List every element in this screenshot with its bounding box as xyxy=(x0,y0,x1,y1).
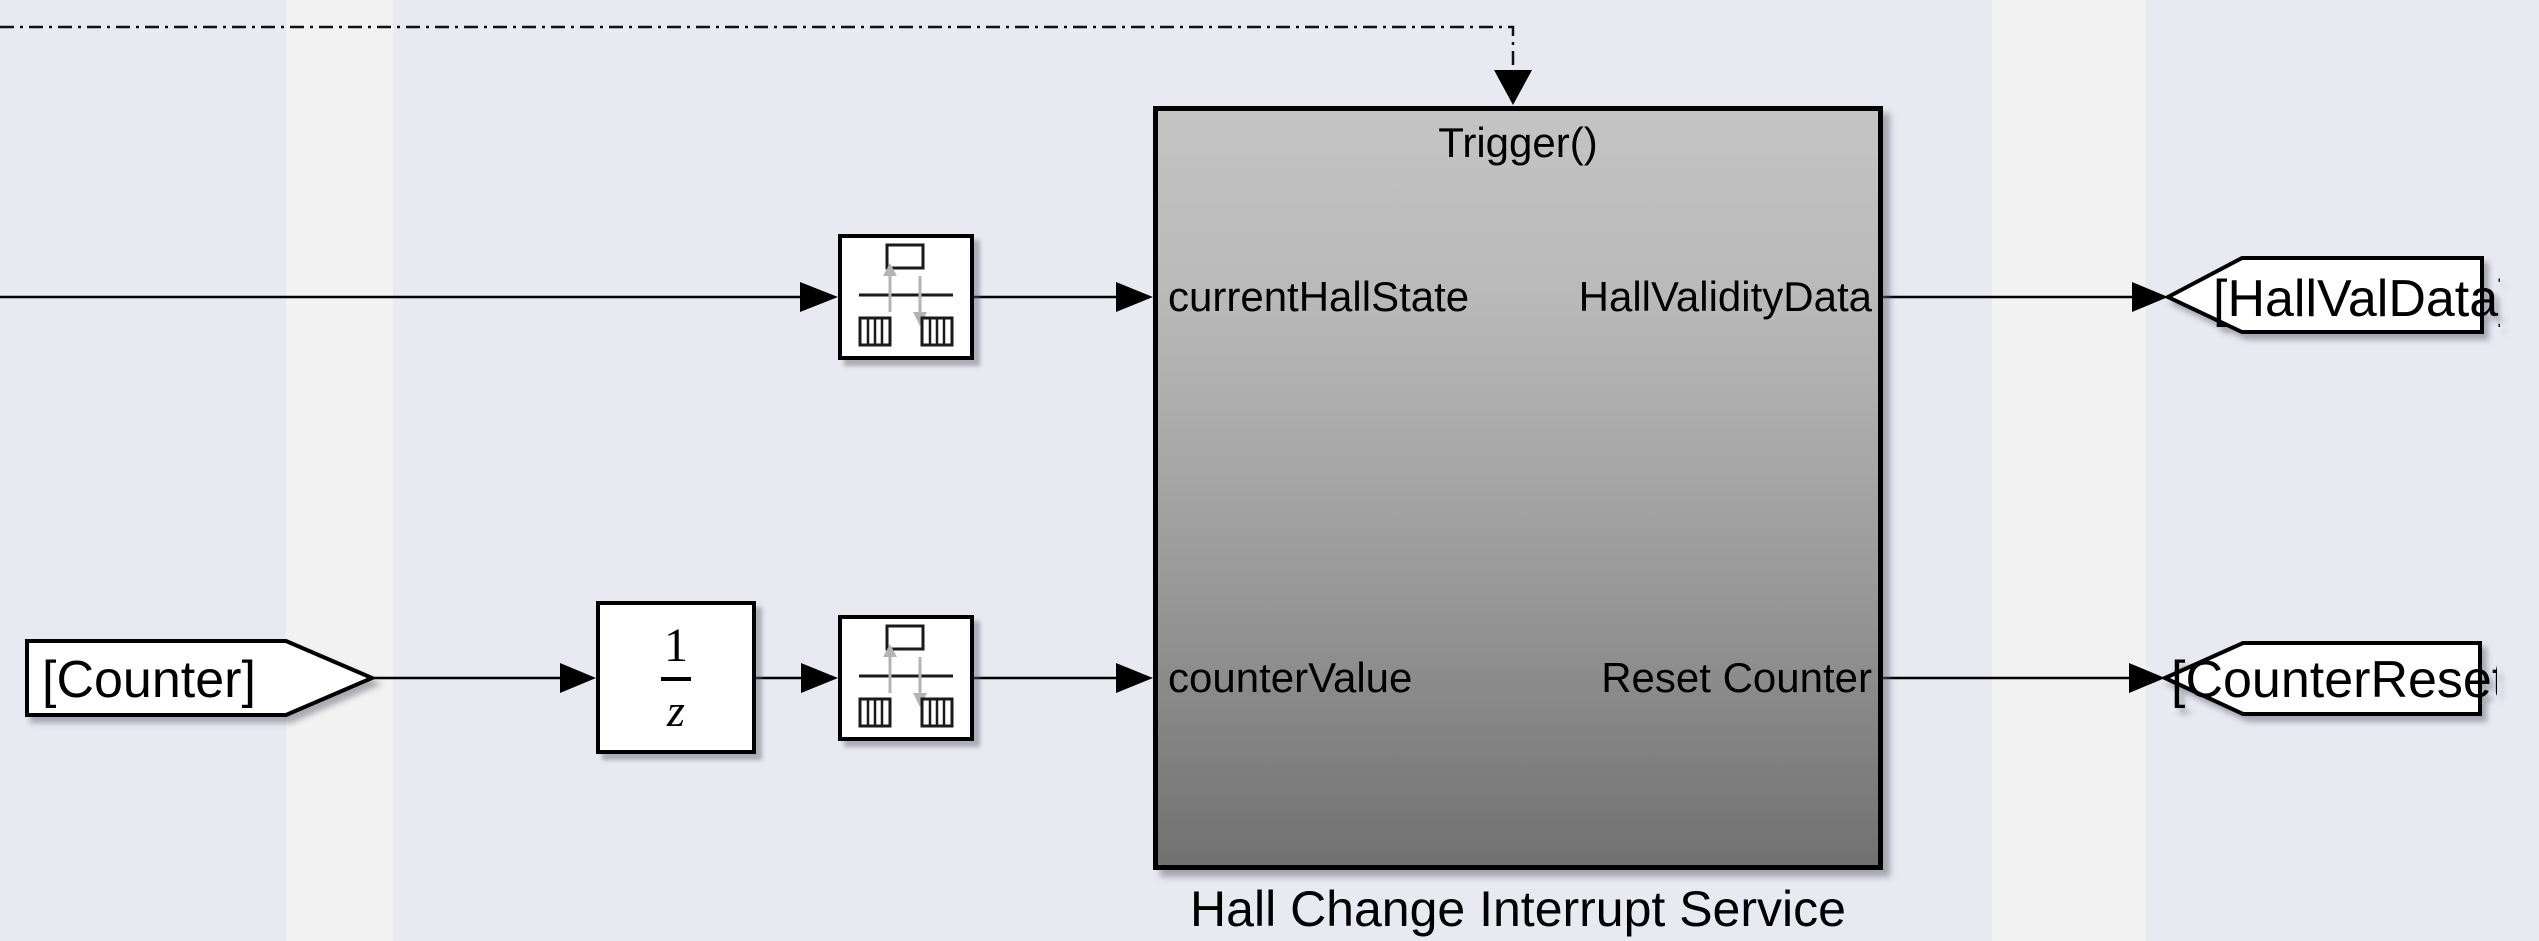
output-port-label-resetcounter: Reset Counter xyxy=(1601,654,1872,701)
arrowhead-icon xyxy=(1116,663,1153,693)
unit-delay-numerator: 1 xyxy=(664,618,688,672)
from-tag-counter[interactable]: [Counter] xyxy=(23,637,383,723)
goto-tag-shape xyxy=(2160,641,2482,716)
goto-tag-counterreset[interactable]: [CounterReset] xyxy=(2157,631,2497,723)
from-tag-shape xyxy=(25,639,378,717)
input-port-label-currenthallstate: currentHallState xyxy=(1168,273,1470,320)
arrowhead-icon xyxy=(801,663,838,693)
hall-change-interrupt-service-subsystem[interactable]: Trigger() currentHallState counterValue … xyxy=(1153,106,1883,870)
trigger-port-label: Trigger() xyxy=(1438,119,1598,166)
output-port-label-hallvaliditydata: HallValidityData xyxy=(1578,273,1872,320)
arrowhead-icon xyxy=(1116,282,1153,312)
rate-transition-block-2[interactable] xyxy=(838,615,974,741)
rate-transition-block-1[interactable] xyxy=(838,234,974,360)
goto-tag-shape xyxy=(2163,256,2484,334)
input-port-label-countervalue: counterValue xyxy=(1168,654,1413,701)
unit-delay-denominator: z xyxy=(667,684,685,736)
rate-transition-icon xyxy=(858,624,954,728)
arrowhead-icon xyxy=(2129,663,2165,693)
unit-delay-block[interactable]: 1 z xyxy=(596,601,756,754)
page-boundary-band xyxy=(1992,0,2146,941)
fraction-bar xyxy=(661,676,691,681)
from-tag-label: [Counter] xyxy=(42,651,256,709)
arrowhead-icon xyxy=(2132,282,2168,312)
arrowhead-icon xyxy=(800,282,838,312)
subsystem-name-label[interactable]: Hall Change Interrupt Service xyxy=(1190,881,1846,937)
goto-tag-hallvaldata[interactable]: [HallValData] xyxy=(2160,250,2500,342)
trigger-signal-wire[interactable] xyxy=(0,25,1515,72)
trigger-arrowhead-icon xyxy=(1494,70,1532,105)
page-boundary-band xyxy=(286,0,393,941)
arrowhead-icon xyxy=(560,663,596,693)
rate-transition-icon xyxy=(858,243,954,347)
goto-tag-label: [HallValData] xyxy=(2213,270,2500,328)
goto-tag-label: [CounterReset] xyxy=(2171,651,2497,709)
